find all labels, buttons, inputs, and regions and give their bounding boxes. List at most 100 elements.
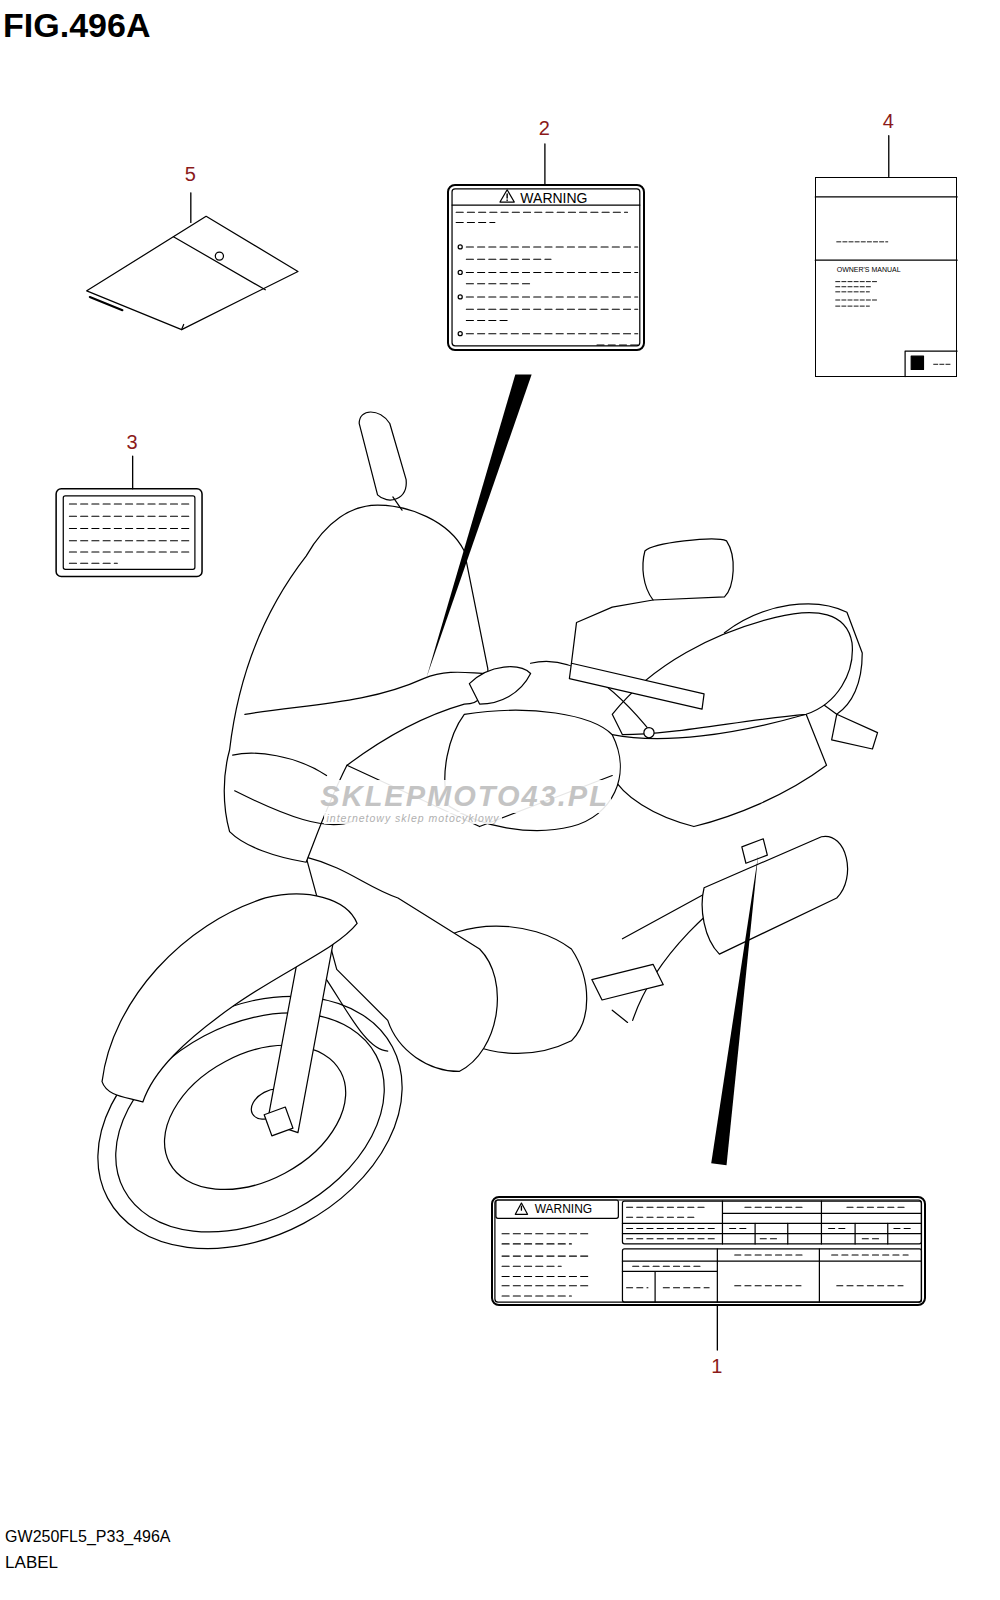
callout-number: 3 — [127, 431, 138, 454]
manual-cover-print — [815, 197, 957, 377]
tire-info-label-print — [502, 1234, 592, 1296]
tire-info-label-print — [760, 1238, 780, 1239]
tire-info-label-print — [837, 1285, 903, 1286]
tire-info-label-print — [735, 1285, 801, 1286]
tool-bag-sheet — [215, 252, 223, 260]
tire-info-label-print — [894, 1228, 914, 1229]
motorcycle-outline — [742, 839, 768, 863]
tire-info-label-print — [502, 1285, 592, 1286]
warning-label-print — [466, 333, 637, 334]
tire-info-label-print — [627, 1287, 648, 1288]
warning-label-print — [500, 190, 514, 202]
tire-info-label-print — [495, 1200, 922, 1302]
tire-info-label-print — [832, 1255, 909, 1256]
manual-cover-print — [905, 351, 957, 377]
warning-label-print — [597, 344, 638, 345]
tire-info-label-print — [502, 1276, 592, 1277]
warning-label-print — [466, 272, 637, 273]
manual-cover-print — [934, 364, 952, 365]
motorcycle-outline — [832, 714, 878, 749]
info-label — [56, 489, 202, 577]
leader-line — [717, 1306, 718, 1350]
tire-info-label-print — [627, 1217, 694, 1218]
tire-info-label-print — [862, 1238, 882, 1239]
warning-label-print — [456, 222, 495, 223]
warning-label-print — [506, 194, 507, 201]
tire-info-label-print — [502, 1295, 571, 1296]
tool-bag-sheet — [182, 324, 184, 329]
warning-label-print — [466, 296, 637, 297]
manual-cover-print — [836, 300, 878, 301]
tire-info-label-print — [633, 1266, 704, 1267]
warning-label-print — [456, 212, 627, 213]
tire-info-label-print — [622, 1249, 921, 1302]
motorcycle-outline — [54, 946, 446, 1299]
warning-label: WARNING — [447, 184, 645, 351]
tool-bag-sheet — [87, 216, 298, 329]
tool-bag-sheet — [87, 216, 298, 329]
info-label — [69, 504, 188, 505]
tire-info-label-print — [755, 1223, 888, 1243]
tire-info-label: WARNING — [491, 1196, 926, 1306]
callout-number: 5 — [185, 163, 196, 186]
warning-label-print — [456, 212, 638, 345]
manual-cover-print — [836, 291, 870, 292]
manual-cover-print — [837, 241, 888, 242]
motorcycle-outline — [102, 894, 357, 1102]
warning-label-print — [466, 246, 637, 247]
info-label — [56, 489, 202, 577]
info-label — [69, 516, 188, 517]
tire-info-label-print — [622, 1201, 921, 1244]
leader-line — [190, 193, 191, 223]
manual-cover-print — [815, 260, 957, 261]
leader-line — [888, 136, 889, 177]
warning-label-print — [452, 189, 640, 346]
info-label — [69, 563, 117, 564]
figure-caption: GW250FL5_P33_496A — [5, 1528, 170, 1546]
tire-info-label-print — [515, 1203, 527, 1214]
warning-label-print — [452, 189, 640, 346]
callout-number: 1 — [711, 1355, 722, 1378]
location-pointer — [427, 374, 532, 677]
figure-title: FIG.496A — [3, 6, 150, 45]
info-label — [69, 528, 188, 529]
manual-cover-print — [836, 242, 952, 364]
tire-info-label-print — [627, 1207, 705, 1208]
motorcycle-outline — [233, 753, 327, 775]
tire-info-label-print — [735, 1255, 806, 1256]
tire-info-label-print — [847, 1207, 908, 1208]
info-label — [69, 504, 188, 563]
tool-bag-sheet — [173, 237, 265, 290]
motorcycle-outline — [612, 613, 852, 735]
owners-manual-booklet: OWNER'S MANUAL — [815, 177, 957, 377]
motorcycle-outline — [569, 663, 704, 709]
info-label — [63, 496, 195, 569]
tire-info-label-print — [496, 1200, 618, 1218]
warning-heading: WARNING — [535, 1203, 593, 1217]
info-label — [69, 552, 188, 553]
tire-info-label-print — [730, 1228, 750, 1229]
callout-number: 4 — [883, 110, 894, 133]
tire-info-label-print — [502, 1266, 561, 1267]
warning-label-print — [466, 283, 530, 284]
warning-label-print — [466, 259, 551, 260]
tire-info-label-print — [502, 1233, 592, 1234]
motorcycle-outline — [571, 600, 653, 663]
location-pointer — [711, 855, 758, 1165]
watermark-subtitle: internetowy sklep motocyklowy — [324, 812, 501, 824]
tire-info-label-print — [627, 1238, 715, 1239]
tire-info-label-print — [622, 1249, 921, 1302]
motorcycle-outline — [592, 964, 663, 1000]
leader-line — [132, 456, 133, 489]
motorcycle-outline — [469, 667, 530, 704]
tire-info-label-print — [663, 1287, 709, 1288]
warning-label-print — [458, 245, 462, 249]
warning-label-print — [458, 295, 462, 299]
tire-info-label-print — [521, 1206, 522, 1210]
motorcycle-outline — [644, 728, 654, 738]
manual-title: OWNER'S MANUAL — [837, 266, 901, 274]
warning-label-print — [466, 320, 507, 321]
callout-number: 2 — [539, 117, 550, 140]
motorcycle-outline — [612, 714, 826, 826]
manual-cover-print — [836, 286, 873, 287]
